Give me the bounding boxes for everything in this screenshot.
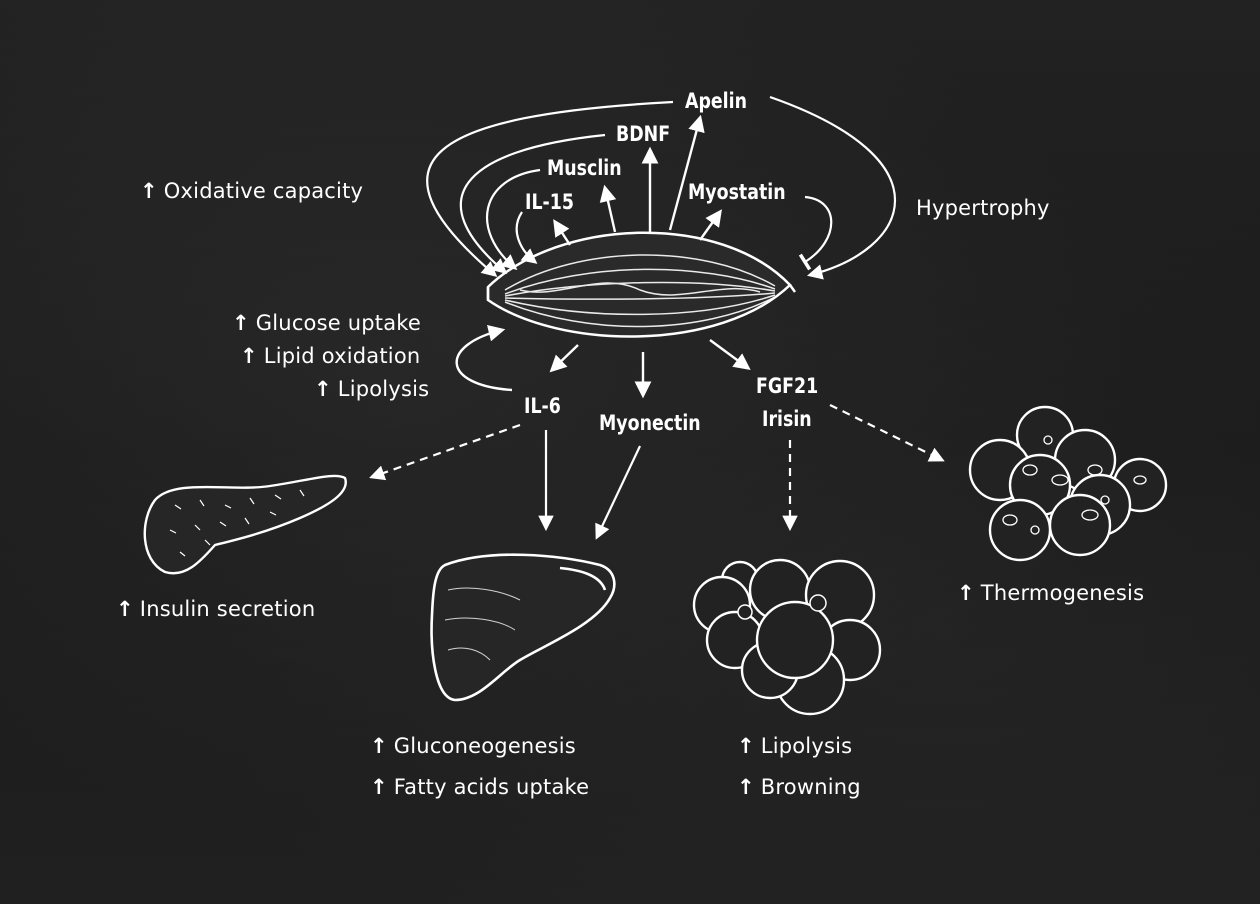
effect-lipid-oxidation: ↑Lipid oxidation bbox=[240, 344, 420, 368]
up-arrow-icon: ↑ bbox=[370, 775, 388, 799]
secretion-arrows bbox=[455, 114, 751, 399]
label-myonectin: Myonectin bbox=[599, 411, 701, 435]
up-arrow-icon: ↑ bbox=[737, 775, 755, 799]
up-arrow-icon: ↑ bbox=[240, 344, 258, 368]
up-arrow-icon: ↑ bbox=[232, 311, 250, 335]
up-arrow-icon: ↑ bbox=[140, 179, 158, 203]
label-myostatin: Myostatin bbox=[688, 180, 786, 204]
label-apelin: Apelin bbox=[685, 89, 747, 113]
effect-text: Lipid oxidation bbox=[263, 344, 421, 368]
up-arrow-icon: ↑ bbox=[370, 734, 388, 758]
effect-fatty-acids-uptake: ↑Fatty acids uptake bbox=[370, 775, 589, 799]
brown-adipose-illustration bbox=[968, 405, 1168, 562]
effect-text: Lipolysis bbox=[337, 377, 430, 401]
up-arrow-icon: ↑ bbox=[314, 377, 332, 401]
label-il6: IL-6 bbox=[524, 394, 561, 418]
effect-text: Oxidative capacity bbox=[163, 179, 364, 203]
effect-lipolysis-muscle: ↑Lipolysis bbox=[314, 377, 429, 401]
label-irisin: Irisin bbox=[762, 407, 812, 431]
effect-text: Fatty acids uptake bbox=[393, 775, 590, 799]
input-arrows bbox=[426, 95, 897, 280]
effect-thermogenesis: ↑Thermogenesis bbox=[957, 581, 1144, 605]
effect-text: Insulin secretion bbox=[139, 597, 316, 621]
effect-text: Thermogenesis bbox=[980, 581, 1145, 605]
liver-illustration bbox=[430, 553, 616, 702]
effect-text: Gluconeogenesis bbox=[393, 734, 576, 758]
effect-text: Browning bbox=[760, 775, 861, 799]
up-arrow-icon: ↑ bbox=[116, 597, 134, 621]
muscle-illustration bbox=[486, 231, 797, 338]
effect-gluconeogenesis: ↑Gluconeogenesis bbox=[370, 734, 576, 758]
organ-arrows bbox=[369, 404, 945, 540]
effect-hypertrophy: Hypertrophy bbox=[916, 196, 1050, 220]
label-fgf21: FGF21 bbox=[756, 374, 819, 398]
up-arrow-icon: ↑ bbox=[737, 734, 755, 758]
effect-text: Glucose uptake bbox=[255, 311, 422, 335]
label-bdnf: BDNF bbox=[616, 122, 671, 146]
white-adipose-illustration bbox=[692, 558, 882, 716]
effect-browning: ↑Browning bbox=[737, 775, 861, 799]
label-musclin: Musclin bbox=[547, 156, 622, 180]
up-arrow-icon: ↑ bbox=[957, 581, 975, 605]
pancreas-illustration bbox=[143, 474, 347, 575]
effect-oxidative-capacity: ↑Oxidative capacity bbox=[140, 179, 363, 203]
effect-lipolysis-adipose: ↑Lipolysis bbox=[737, 734, 852, 758]
effect-text: Lipolysis bbox=[760, 734, 853, 758]
effect-glucose-uptake: ↑Glucose uptake bbox=[232, 311, 421, 335]
label-il15: IL-15 bbox=[525, 190, 574, 214]
effect-insulin-secretion: ↑Insulin secretion bbox=[116, 597, 315, 621]
